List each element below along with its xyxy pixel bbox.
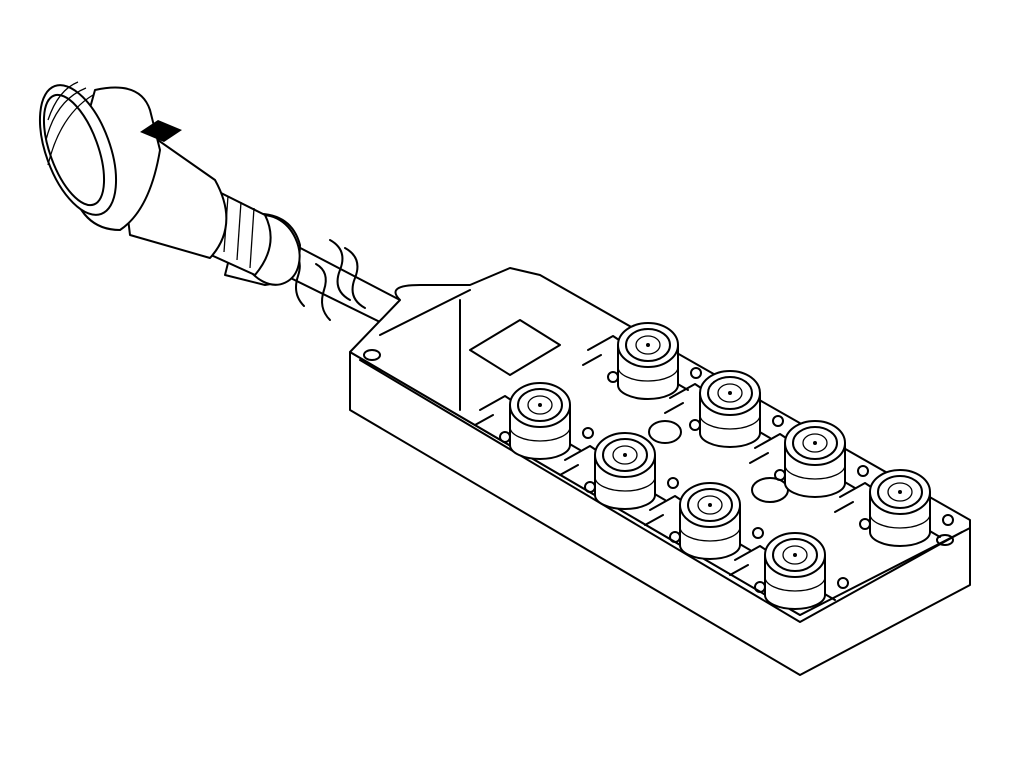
m12-port-5: [474, 382, 594, 460]
m12-port-7: [644, 482, 764, 560]
m12-port-1: [582, 322, 702, 400]
m12-port-6: [559, 432, 679, 510]
m12-port-3: [749, 420, 869, 498]
m23-plug-connector: [38, 81, 301, 286]
logo-icon: [140, 120, 182, 142]
distribution-box: [349, 267, 971, 676]
m12-port-8: [729, 532, 849, 610]
m12-port-4: [834, 469, 954, 547]
m12-port-2: [664, 370, 784, 448]
